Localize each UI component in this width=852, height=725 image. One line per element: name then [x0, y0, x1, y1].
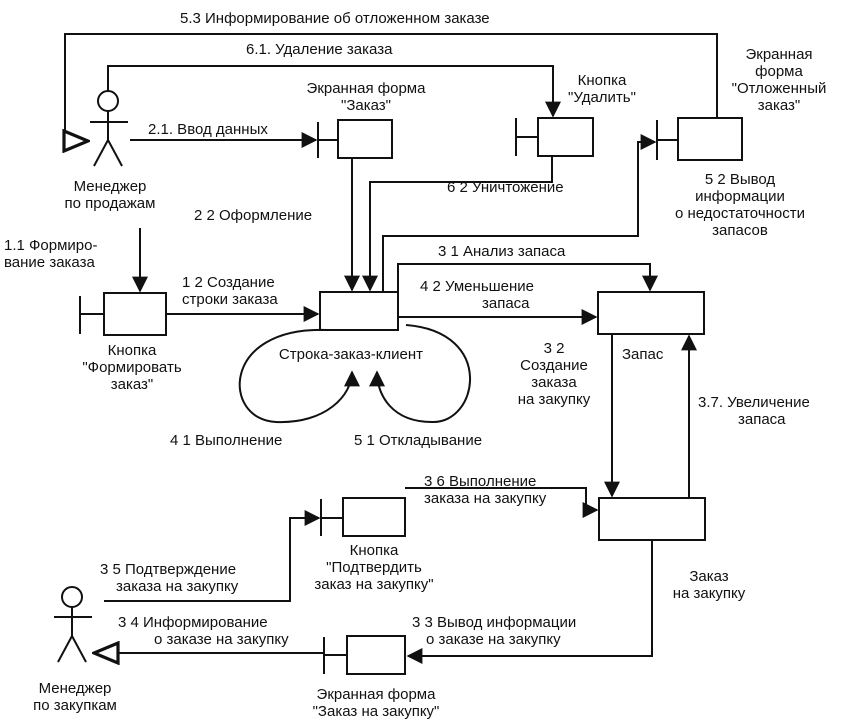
msg-1-1: 1.1 Формиро-вание заказа	[4, 237, 98, 271]
msg-2-2: 2 2 Оформление	[194, 207, 313, 224]
link-3-6	[405, 487, 599, 518]
stock-box	[597, 291, 705, 335]
confirm-button-box	[342, 497, 406, 537]
delete-button-box	[537, 117, 594, 157]
link-3-3	[406, 540, 653, 664]
link-6-2	[362, 156, 553, 292]
boundary-markers	[79, 118, 678, 674]
link-4-1-loop	[238, 328, 360, 424]
order-form-box	[337, 119, 393, 159]
create-order-button-label: Кнопка"Формировать заказ"	[82, 342, 182, 393]
delete-button-label: Кнопка"Удалить"	[568, 72, 636, 106]
purchase-manager-actor-icon	[54, 586, 92, 663]
link-5-2	[382, 134, 657, 292]
msg-6-2: 6 2 Уничтожение	[447, 179, 564, 196]
purchase-order-box	[598, 497, 706, 541]
link-5-1-loop	[369, 324, 471, 424]
msg-5-3: 5.3 Информирование об отложенном заказе	[180, 10, 490, 27]
msg-4-1: 4 1 Выполнение	[170, 432, 283, 449]
msg-3-1: 3 1 Анализ запаса	[438, 243, 566, 260]
link-5-3	[65, 33, 718, 141]
order-line-label: Строка-заказ-клиент	[278, 346, 424, 363]
link-6-1	[107, 65, 561, 118]
link-3-5	[104, 510, 321, 602]
msg-2-1: 2.1. Ввод данных	[148, 121, 268, 138]
purchase-form-label: Экранная форма"Заказ на закупку"	[312, 686, 440, 720]
link-3-1	[397, 263, 658, 292]
stock-label: Запас	[622, 346, 664, 363]
sales-manager-actor-icon	[90, 90, 128, 167]
order-line-box	[319, 291, 399, 331]
create-order-button-box	[103, 292, 167, 336]
msg-6-1: 6.1. Удаление заказа	[246, 41, 393, 58]
order-form-label: Экранная форма"Заказ"	[306, 80, 426, 114]
msg-5-1: 5 1 Откладывание	[354, 432, 483, 449]
postponed-form-box	[677, 117, 743, 161]
confirm-button-label: Кнопка"Подтвердить заказ на закупку"	[314, 542, 434, 593]
purchase-form-box	[346, 635, 406, 675]
